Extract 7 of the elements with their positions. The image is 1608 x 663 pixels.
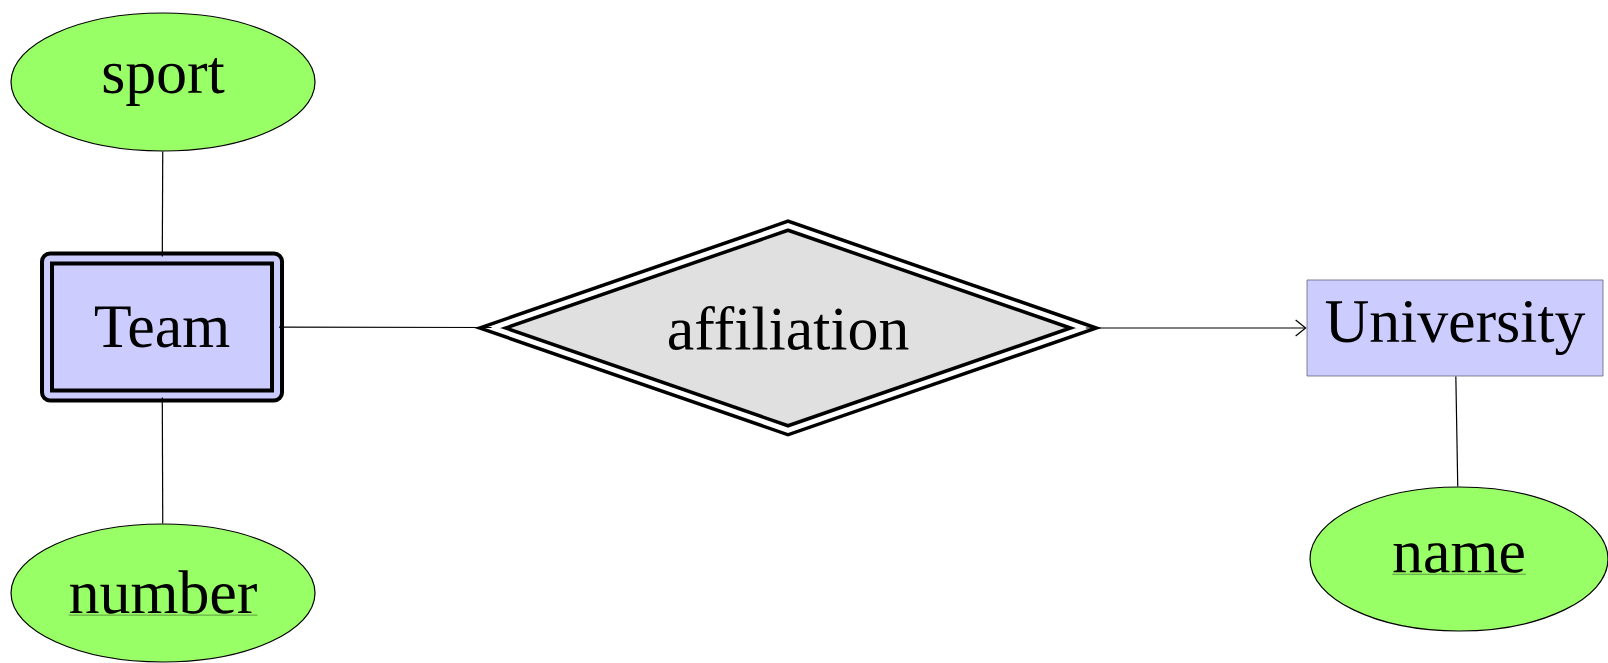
connector-line — [278, 326, 493, 329]
entity-box: University — [1306, 279, 1604, 377]
connector-line — [1455, 375, 1459, 487]
connector-line — [1085, 319, 1307, 337]
weak-entity-box: Team — [40, 251, 284, 403]
connector-line — [161, 396, 164, 524]
connector-line — [161, 151, 164, 258]
